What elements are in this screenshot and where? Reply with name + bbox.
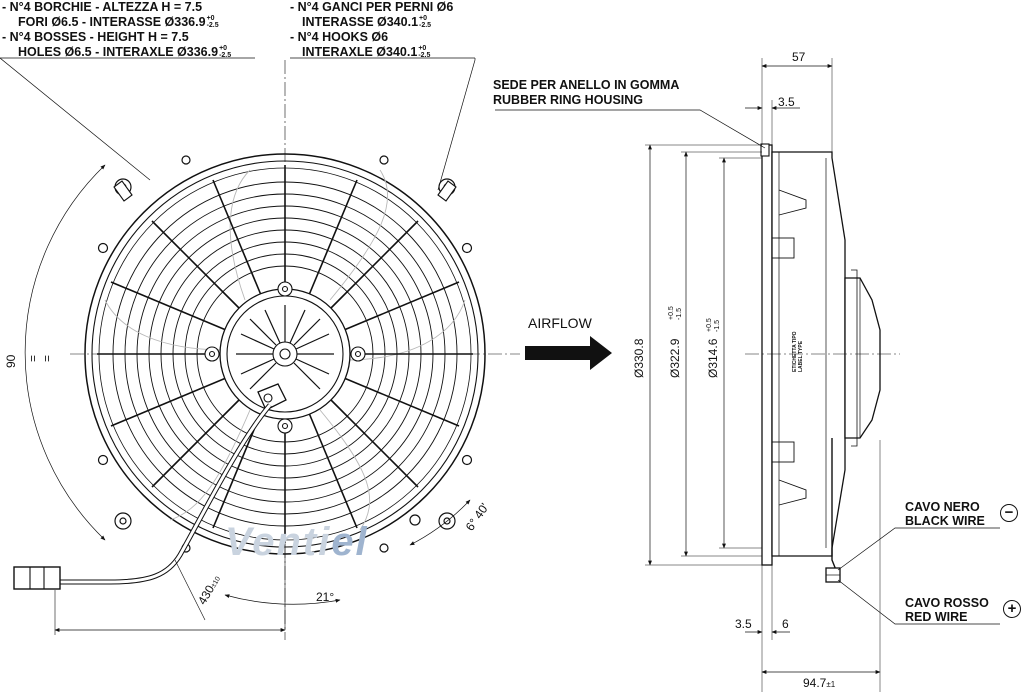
airflow-arrow bbox=[525, 336, 612, 370]
tol-upper: +0 bbox=[219, 45, 228, 52]
note-ring-en: RUBBER RING HOUSING bbox=[493, 93, 644, 107]
note-bosses-en-line2-text: HOLES Ø6.5 - INTERAXLE Ø336.9 bbox=[18, 45, 219, 59]
note-red-wire-en: RED WIRE bbox=[905, 610, 968, 624]
dim-d-inner: Ø314.6 bbox=[706, 339, 720, 378]
dim-d-mid-tol: +0.5 -1.5 bbox=[668, 306, 684, 320]
note-bosses-it-line1: - N°4 BORCHIE - ALTEZZA H = 7.5 bbox=[2, 0, 203, 14]
watermark-accent: el bbox=[331, 520, 369, 564]
dim-overall-depth-tol: ±1 bbox=[826, 680, 836, 689]
dim-d-inner-value: Ø314.6 bbox=[706, 338, 720, 378]
tol-upper: +0.5 bbox=[706, 318, 713, 332]
label-plate: ETICHETTA TIPO LABEL TYPE bbox=[792, 331, 804, 372]
dim-depth-top: 57 bbox=[792, 50, 806, 64]
note-black-wire-it: CAVO NERO bbox=[905, 500, 980, 514]
dim-flange-top: 3.5 bbox=[778, 95, 795, 109]
label-plate-line2: LABEL TYPE bbox=[798, 340, 804, 372]
watermark-text: Venti bbox=[225, 520, 332, 564]
tol-lower: -2.5 bbox=[419, 22, 432, 29]
front-view bbox=[0, 57, 520, 640]
note-black-wire-en: BLACK WIRE bbox=[905, 514, 985, 528]
minus-sign-icon: − bbox=[1000, 504, 1018, 522]
tol-lower: -2.5 bbox=[219, 52, 232, 59]
dim-d-inner-tol: +0.5 -1.5 bbox=[706, 318, 722, 332]
note-hooks-en-line1: - N°4 HOOKS Ø6 bbox=[290, 30, 389, 44]
tol-upper: +0 bbox=[206, 15, 215, 22]
note-bosses-en-line2: HOLES Ø6.5 - INTERAXLE Ø336.9+0-2.5 bbox=[18, 45, 231, 59]
tol-upper: +0 bbox=[419, 15, 427, 22]
note-ring-it: SEDE PER ANELLO IN GOMMA bbox=[493, 78, 680, 92]
note-hooks-en-line2-text: INTERAXLE Ø340.1 bbox=[302, 45, 418, 59]
dim-angle-90: 90 bbox=[4, 354, 18, 368]
tol-upper: +0 bbox=[418, 45, 427, 52]
dim-d-outer: Ø330.8 bbox=[632, 338, 646, 378]
tol-upper: +0.5 bbox=[668, 306, 675, 320]
tol-lower: -1.5 bbox=[714, 319, 721, 332]
tol-lower: -1.5 bbox=[676, 307, 683, 320]
note-hooks-en-line2: INTERAXLE Ø340.1+0-2.5 bbox=[302, 45, 430, 59]
airflow-label: AIRFLOW bbox=[528, 315, 592, 331]
dim-angle-90-mark-2: = bbox=[40, 354, 54, 362]
note-bosses-it-line2: FORI Ø6.5 - INTERASSE Ø336.9+0-2.5 bbox=[18, 15, 219, 29]
note-hooks-it-line2-text: INTERASSE Ø340.1 bbox=[302, 15, 419, 29]
note-bosses-it-line2-text: FORI Ø6.5 - INTERASSE Ø336.9 bbox=[18, 15, 206, 29]
tol-lower: -2.5 bbox=[206, 22, 219, 29]
dim-angle-21: 21° bbox=[316, 590, 335, 604]
tol-lower: -2.5 bbox=[418, 52, 431, 59]
dim-d-mid: Ø322.9 bbox=[668, 339, 682, 378]
dim-angle-90-mark: = bbox=[26, 354, 40, 362]
note-bosses-en-line1: - N°4 BOSSES - HEIGHT H = 7.5 bbox=[2, 30, 189, 44]
watermark: Ventiel bbox=[225, 520, 369, 565]
note-red-wire-it: CAVO ROSSO bbox=[905, 596, 989, 610]
side-view bbox=[495, 58, 1000, 692]
plus-sign-icon: + bbox=[1003, 600, 1021, 618]
note-hooks-it-line1: - N°4 GANCI PER PERNI Ø6 bbox=[290, 0, 454, 14]
dim-d-mid-value: Ø322.9 bbox=[668, 338, 682, 378]
note-hooks-it-line2: INTERASSE Ø340.1+0-2.5 bbox=[302, 15, 431, 29]
dim-bottom-right: 6 bbox=[782, 617, 789, 631]
dim-overall-depth-value: 94.7 bbox=[803, 676, 827, 690]
dim-bottom-left: 3.5 bbox=[735, 617, 752, 631]
dim-overall-depth: 94.7±1 bbox=[803, 676, 835, 690]
